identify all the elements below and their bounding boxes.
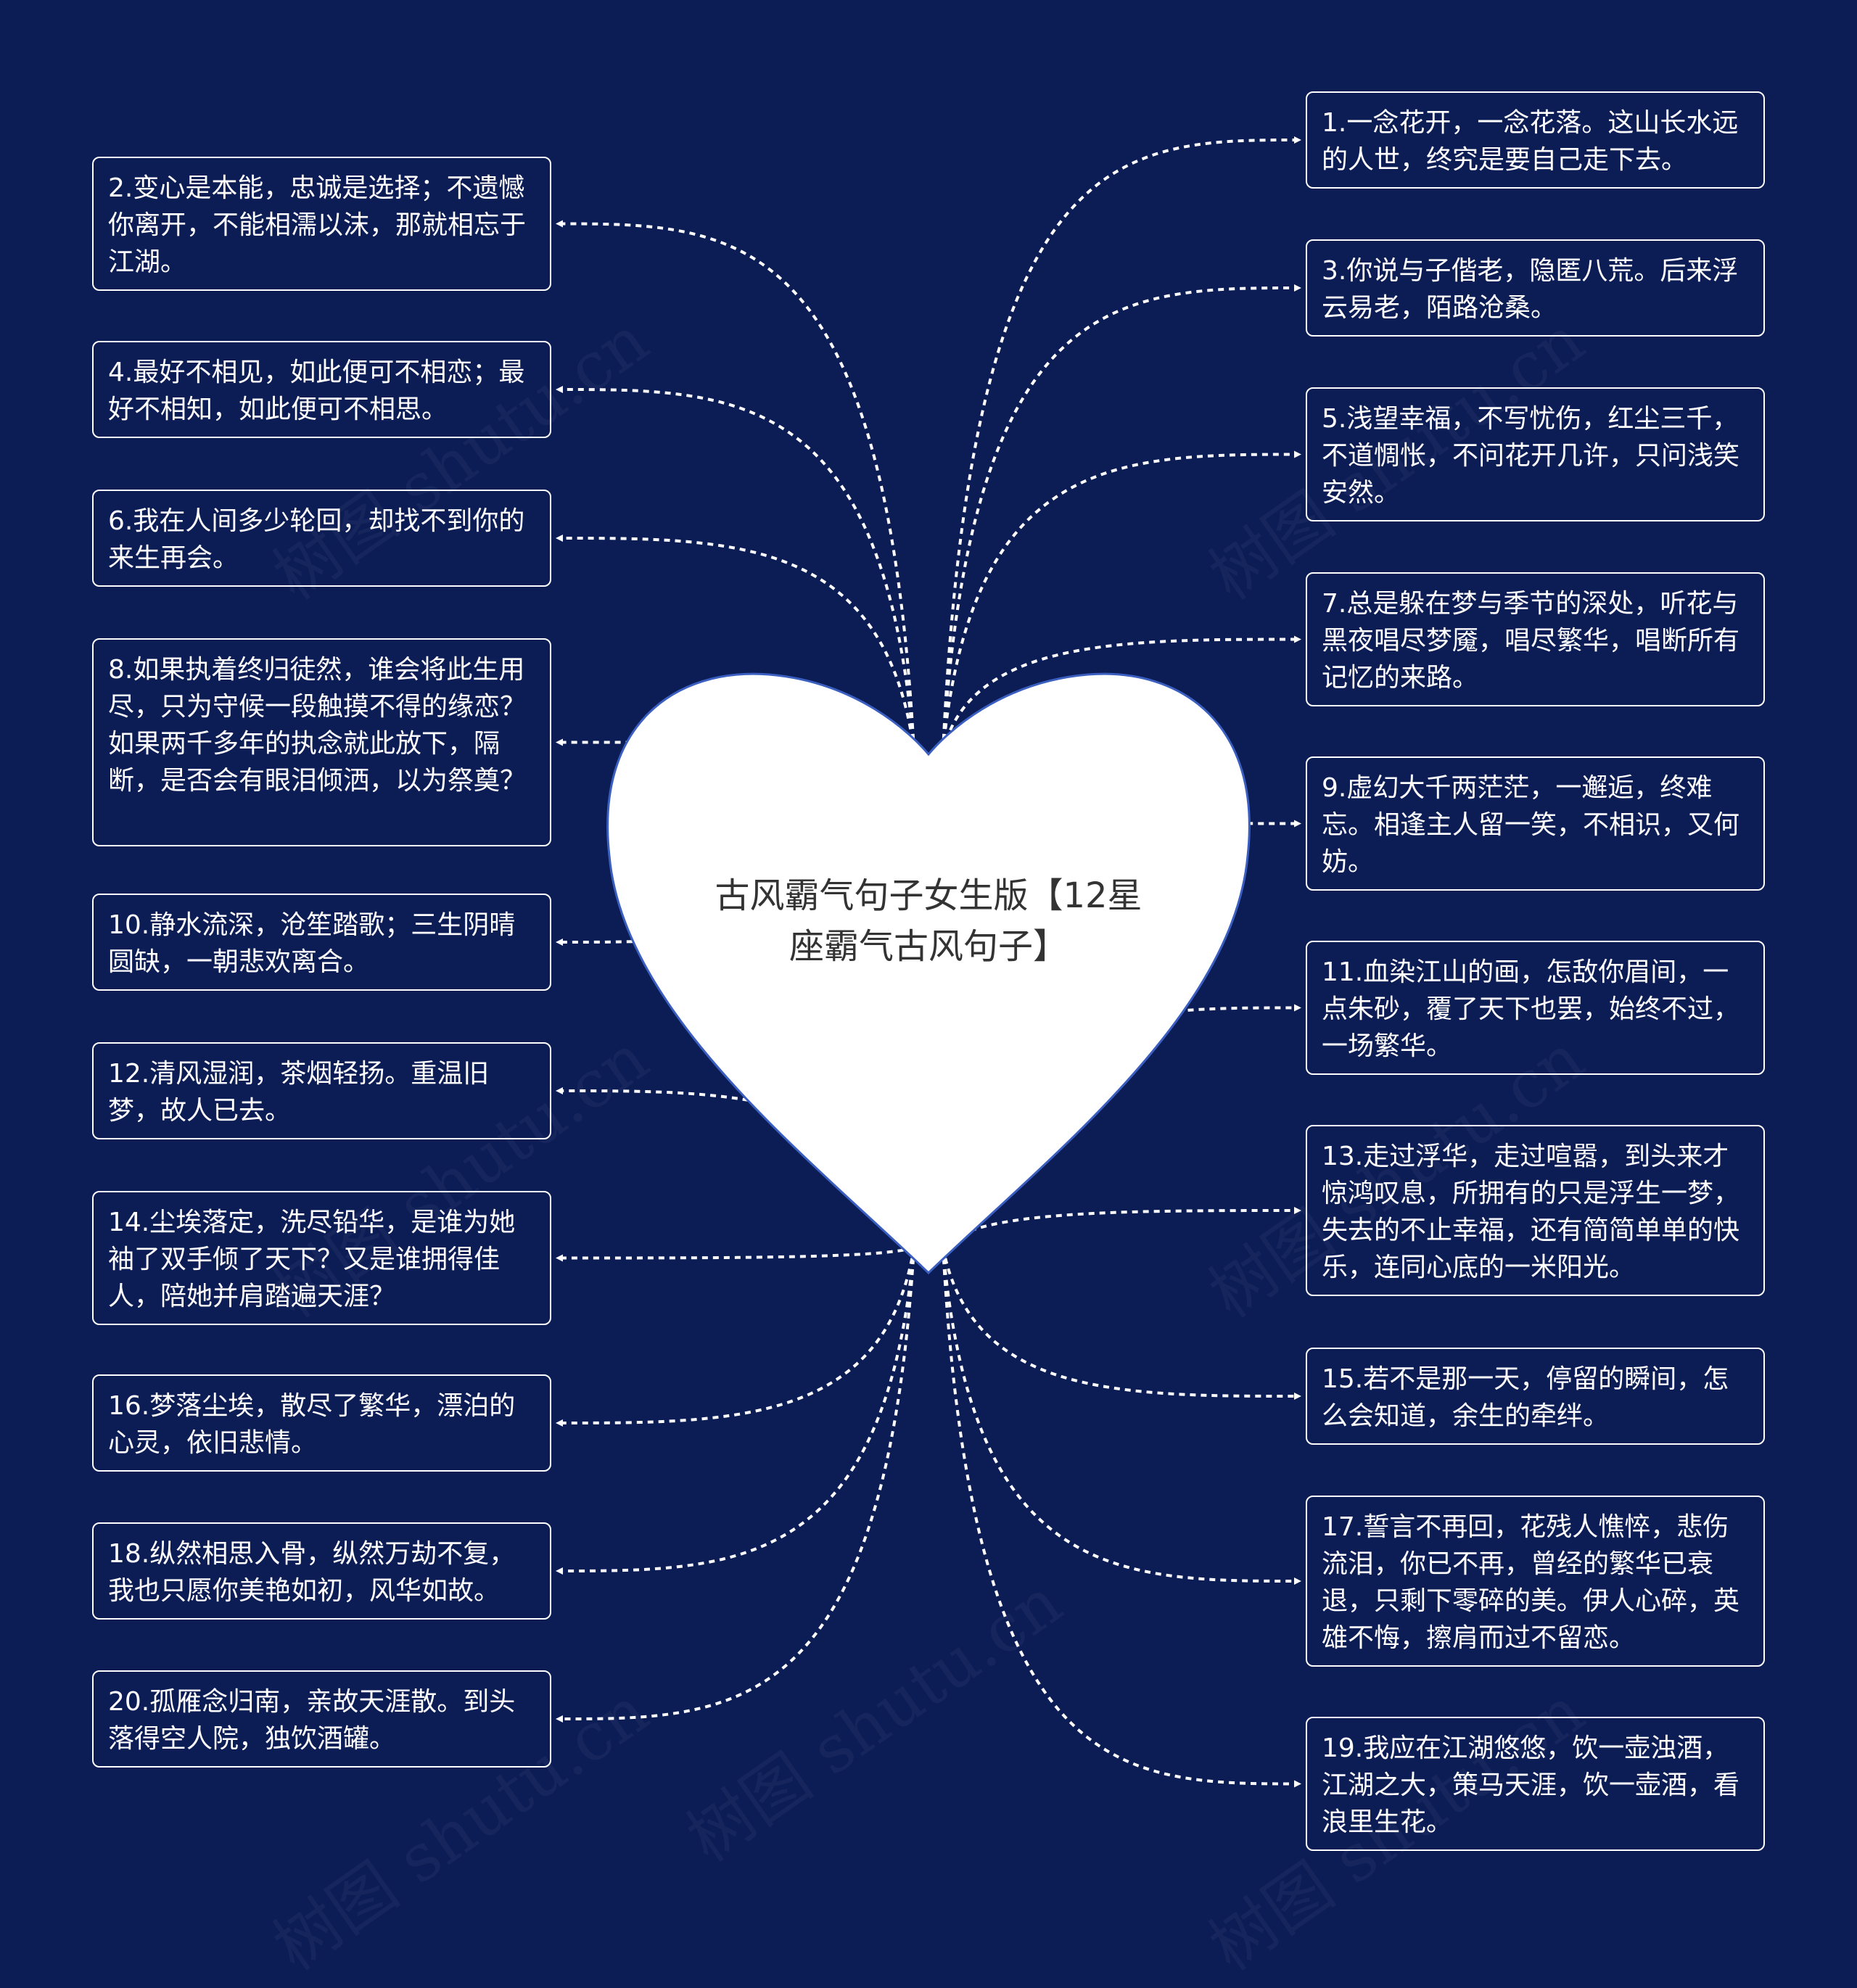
right-connector-8 xyxy=(942,1247,1301,1400)
right-node-3[interactable]: 5.浅望幸福，不写忧伤，红尘三千，不道惆怅，不问花开几许，只问浅笑安然。 xyxy=(1306,387,1765,521)
left-node-9[interactable]: 18.纵然相思入骨，纵然万劫不复，我也只愿你美艳如初，风华如故。 xyxy=(92,1522,551,1620)
left-node-4[interactable]: 8.如果执着终归徒然，谁会将此生用尽，只为守候一段触摸不得的缘恋？如果两千多年的… xyxy=(92,638,551,846)
left-connector-9 xyxy=(556,1247,915,1575)
left-node-6[interactable]: 12.清风湿润，茶烟轻扬。重温旧梦，故人已去。 xyxy=(92,1042,551,1139)
left-connector-3 xyxy=(556,535,915,751)
central-heart-shape xyxy=(606,672,1251,1275)
right-node-8[interactable]: 15.若不是那一天，停留的瞬间，怎么会知道，余生的牵绊。 xyxy=(1306,1348,1765,1445)
left-node-1[interactable]: 2.变心是本能，忠诚是选择；不遗憾你离开，不能相濡以沫，那就相忘于江湖。 xyxy=(92,157,551,291)
right-node-5[interactable]: 9.虚幻大千两茫茫，一邂逅，终难忘。相逢主人留一笑，不相识，又何妨。 xyxy=(1306,756,1765,891)
right-connector-3 xyxy=(942,450,1301,751)
center-topic: 古风霸气句子女生版【12星座霸气古风句子】 xyxy=(715,875,1142,967)
left-node-3[interactable]: 6.我在人间多少轮回，却找不到你的来生再会。 xyxy=(92,490,551,587)
right-node-2[interactable]: 3.你说与子偕老，隐匿八荒。后来浮云易老，陌路沧桑。 xyxy=(1306,239,1765,337)
right-node-7[interactable]: 13.走过浮华，走过喧嚣，到头来才惊鸿叹息，所拥有的只是浮生一梦，失去的不止幸福… xyxy=(1306,1125,1765,1296)
left-node-10[interactable]: 20.孤雁念归南，亲故天涯散。到头落得空人院，独饮酒罐。 xyxy=(92,1670,551,1768)
right-connector-2 xyxy=(942,284,1301,751)
left-node-7[interactable]: 14.尘埃落定，洗尽铅华，是谁为她袖了双手倾了天下？又是谁拥得佳人，陪她并肩踏遍… xyxy=(92,1191,551,1325)
right-node-9[interactable]: 17.誓言不再回，花残人憔悴，悲伤流泪，你已不再，曾经的繁华已衰退，只剩下零碎的… xyxy=(1306,1496,1765,1667)
right-connector-9 xyxy=(942,1247,1301,1585)
left-node-5[interactable]: 10.静水流深，沧笙踏歌；三生阴晴圆缺，一朝悲欢离合。 xyxy=(92,894,551,991)
right-connector-10 xyxy=(942,1247,1301,1788)
left-connector-1 xyxy=(556,220,915,751)
right-node-1[interactable]: 1.一念花开，一念花落。这山长水远的人世，终究是要自己走下去。 xyxy=(1306,91,1765,189)
right-node-6[interactable]: 11.血染江山的画，怎敌你眉间，一点朱砂，覆了天下也罢，始终不过，一场繁华。 xyxy=(1306,941,1765,1075)
right-connector-1 xyxy=(942,136,1301,751)
left-connector-8 xyxy=(556,1247,915,1427)
right-node-4[interactable]: 7.总是躲在梦与季节的深处，听花与黑夜唱尽梦魇，唱尽繁华，唱断所有记忆的来路。 xyxy=(1306,572,1765,706)
left-connector-7 xyxy=(556,1246,915,1262)
left-node-2[interactable]: 4.最好不相见，如此便可不相恋；最好不相知，如此便可不相思。 xyxy=(92,341,551,438)
left-connector-2 xyxy=(556,386,915,751)
left-node-8[interactable]: 16.梦落尘埃，散尽了繁华，漂泊的心灵，依旧悲情。 xyxy=(92,1374,551,1472)
right-connector-7 xyxy=(942,1207,1301,1249)
left-connector-10 xyxy=(556,1247,915,1723)
right-node-10[interactable]: 19.我应在江湖悠悠，饮一壶浊酒，江湖之大，策马天涯，饮一壶酒，看浪里生花。 xyxy=(1306,1717,1765,1851)
right-connector-4 xyxy=(942,635,1301,751)
